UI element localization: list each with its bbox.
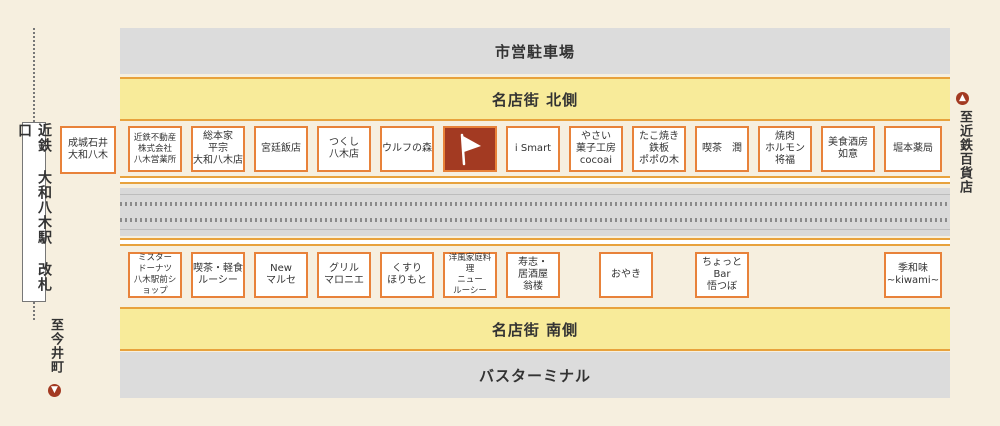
- shop-north[interactable]: 焼肉 ホルモン 将福: [758, 126, 812, 172]
- shop-north[interactable]: 宮廷飯店: [254, 126, 308, 172]
- arrow-up-icon: ▲: [956, 92, 969, 105]
- north-walkway: [120, 176, 950, 184]
- shop-north[interactable]: 美食酒房 如意: [821, 126, 875, 172]
- shop-south[interactable]: New マルセ: [254, 252, 308, 298]
- current-location-flag[interactable]: [443, 126, 497, 172]
- shop-north[interactable]: つくし 八木店: [317, 126, 371, 172]
- south-band: 名店街 南側: [120, 307, 950, 351]
- parking-label: 市営駐車場: [494, 42, 575, 61]
- shop-north[interactable]: 喫茶 潤: [695, 126, 749, 172]
- rail-line: [120, 194, 950, 195]
- railway: [120, 188, 950, 236]
- shop-south[interactable]: ちょっと Bar 悟つぼ: [695, 252, 749, 298]
- north-band: 名店街 北側: [120, 77, 950, 121]
- shop-north[interactable]: たこ焼き 鉄板 ポポの木: [632, 126, 686, 172]
- shop-south[interactable]: 洋風家庭料理 ニュー ルーシー: [443, 252, 497, 298]
- flag-icon: [460, 133, 481, 166]
- parking-band: 市営駐車場: [120, 28, 950, 74]
- arrow-down-icon: ▼: [48, 384, 61, 397]
- shop-south[interactable]: くすり ほりもと: [380, 252, 434, 298]
- bus-label: バスターミナル: [478, 366, 591, 385]
- shop-seijo-ishii[interactable]: 成城石井 大和八木: [60, 126, 116, 174]
- shop-south[interactable]: 季和味 ~kiwami~: [884, 252, 942, 298]
- shop-north[interactable]: 堀本薬局: [884, 126, 942, 172]
- direction-imai: 至今井町: [48, 318, 63, 374]
- shop-north[interactable]: i Smart: [506, 126, 560, 172]
- south-label: 名店街 南側: [491, 320, 579, 339]
- shop-south[interactable]: 寿志・ 居酒屋 翁楼: [506, 252, 560, 298]
- bus-band: バスターミナル: [120, 352, 950, 398]
- shop-south[interactable]: おやき: [599, 252, 653, 298]
- shop-north[interactable]: 総本家 平宗 大和八木店: [191, 126, 245, 172]
- shop-south[interactable]: 喫茶・軽食 ルーシー: [191, 252, 245, 298]
- rail-track: [120, 218, 950, 222]
- shop-north[interactable]: ウルフの森: [380, 126, 434, 172]
- rail-line: [120, 229, 950, 230]
- station-gate: 近鉄 大和八木駅 改札口: [16, 122, 52, 302]
- shop-north[interactable]: やさい 菓子工房 cocoai: [569, 126, 623, 172]
- rail-track: [120, 202, 950, 206]
- north-label: 名店街 北側: [491, 90, 579, 109]
- south-walkway: [120, 238, 950, 246]
- shop-south[interactable]: ミスター ドーナツ 八木駅前ショップ: [128, 252, 182, 298]
- route-line-top: [33, 28, 35, 122]
- shop-north[interactable]: 近鉄不動産 株式会社 八木営業所: [128, 126, 182, 172]
- route-line-bottom: [33, 302, 35, 320]
- direction-depart: 至近鉄百貨店: [957, 110, 972, 194]
- shop-south[interactable]: グリル マロニエ: [317, 252, 371, 298]
